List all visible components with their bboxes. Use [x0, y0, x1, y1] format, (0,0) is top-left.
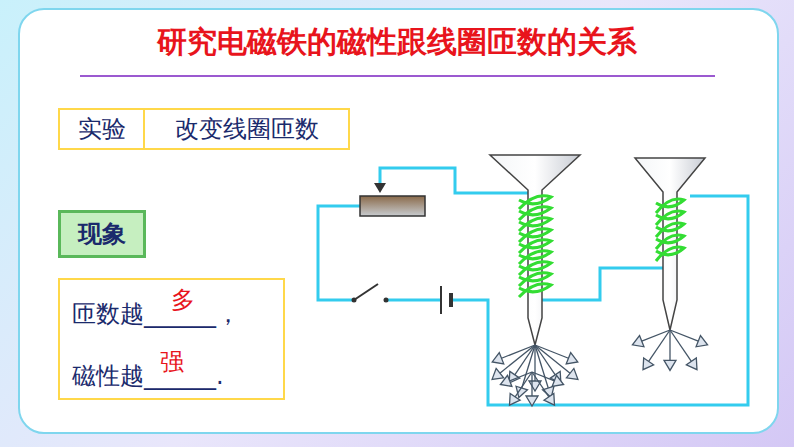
pin-head	[492, 353, 504, 364]
pin	[535, 345, 555, 375]
box-text: 实验	[78, 113, 126, 145]
pin	[535, 345, 570, 373]
label-cell: 改变线圈匝数	[145, 108, 350, 150]
pin-head	[696, 336, 708, 347]
pin	[531, 372, 532, 396]
sentence-line: 磁性越______.	[72, 360, 224, 392]
label-cell: 实验	[58, 108, 145, 150]
slide-title: 研究电磁铁的磁性跟线圈匝数的关系	[20, 22, 774, 63]
heading-box: 现象	[58, 210, 146, 258]
pin	[510, 372, 532, 381]
pin	[670, 330, 691, 361]
wires	[318, 168, 748, 405]
attracted-pins	[492, 330, 707, 406]
iron-nail-right	[635, 158, 705, 330]
pin-head	[643, 358, 654, 370]
switch	[352, 284, 389, 303]
pin	[642, 330, 670, 341]
coil-windings	[519, 196, 684, 297]
rheostat	[360, 196, 425, 216]
sentence-line: 匝数越______，	[72, 298, 240, 330]
pin	[669, 330, 670, 360]
slider-arrow	[374, 183, 386, 193]
pin-head	[526, 396, 538, 406]
coil-turn	[656, 247, 684, 261]
box-text: 现象	[78, 218, 126, 250]
answer-text: 多	[171, 284, 195, 316]
pin-head	[552, 375, 564, 386]
pin-head	[510, 393, 521, 405]
pin-head	[544, 393, 555, 405]
pin-head	[500, 375, 512, 386]
pin-head	[686, 358, 697, 370]
iron-nail-left	[490, 155, 580, 345]
coil-turn	[519, 284, 551, 297]
pin-head	[566, 368, 578, 379]
fill-blank-box: 匝数越______，多磁性越______.强	[58, 278, 285, 400]
pin	[500, 345, 535, 373]
pin	[522, 345, 535, 388]
pin-head	[664, 360, 676, 370]
pin	[532, 372, 549, 397]
battery	[441, 286, 451, 314]
title-underline	[80, 75, 715, 77]
box-text: 改变线圈匝数	[175, 113, 319, 145]
answer-text: 强	[160, 346, 184, 378]
pin-head	[566, 353, 578, 364]
pin	[502, 345, 535, 358]
pin-head	[632, 336, 644, 347]
pin-head	[492, 368, 504, 379]
